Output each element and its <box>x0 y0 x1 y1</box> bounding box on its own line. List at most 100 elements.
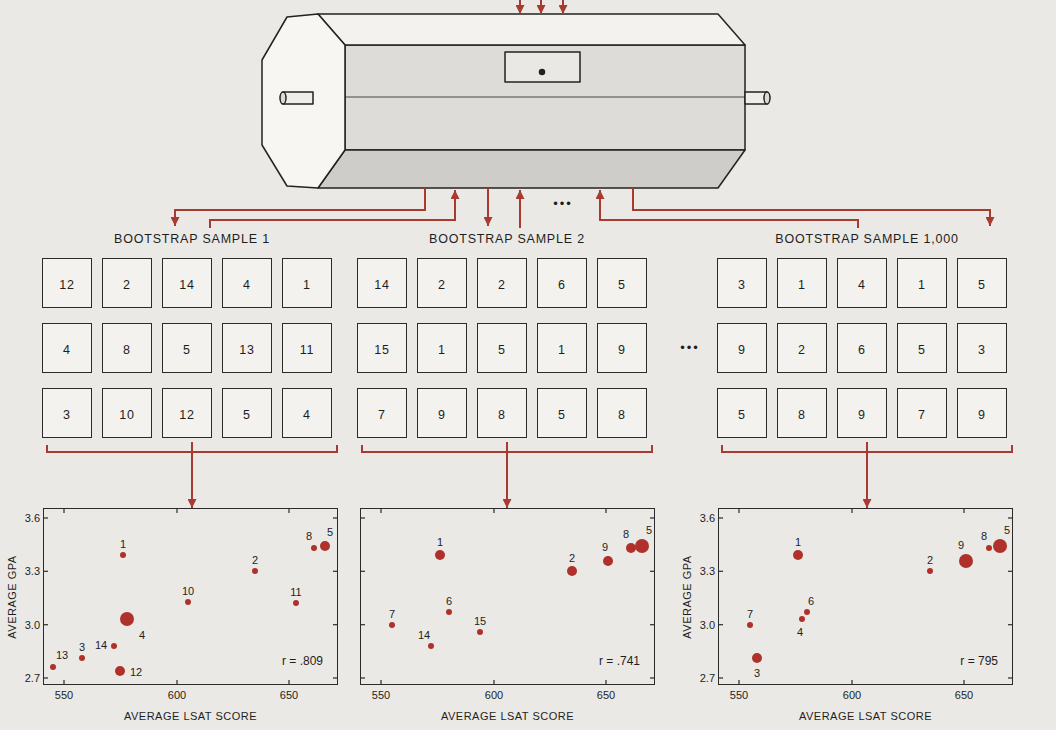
cell-number: 9 <box>978 404 986 422</box>
tick-label: 550 <box>730 689 748 701</box>
output-arrow <box>487 188 489 226</box>
left-axle-end <box>280 92 286 104</box>
ellipsis: ••• <box>680 341 700 355</box>
point-number: 6 <box>446 595 452 607</box>
point-number: 4 <box>797 626 803 638</box>
input-arrow <box>519 0 521 14</box>
sample-cell: 14 <box>162 258 212 308</box>
tick-label: 3.0 <box>25 619 40 631</box>
sample-cell: 11 <box>282 323 332 373</box>
correlation-value: r = .809 <box>282 654 323 668</box>
scatter-plots <box>43 508 1013 685</box>
sample-cell: 5 <box>957 258 1007 308</box>
data-point <box>567 566 577 576</box>
data-point <box>435 550 445 560</box>
input-arrow <box>540 0 542 14</box>
point-number: 6 <box>808 595 814 607</box>
sample-cell: 2 <box>477 258 527 308</box>
sample-cell: 7 <box>357 388 407 438</box>
tick-label: 3.0 <box>700 619 715 631</box>
cell-number: 3 <box>738 274 746 292</box>
point-number: 10 <box>182 585 194 597</box>
data-point <box>50 664 56 670</box>
window-knob <box>540 70 545 75</box>
point-number: 3 <box>754 667 760 679</box>
cell-number: 8 <box>798 404 806 422</box>
sample-cell: 1 <box>777 258 827 308</box>
sample-cell: 2 <box>102 258 152 308</box>
machine-window <box>505 52 580 82</box>
data-point <box>120 552 126 558</box>
sample-cell: 12 <box>162 388 212 438</box>
data-point <box>79 655 85 661</box>
axis-title: AVERAGE GPA <box>681 555 693 638</box>
data-point <box>927 568 933 574</box>
sample-heading: BOOTSTRAP SAMPLE 1,000 <box>710 228 1024 246</box>
cell-number: 9 <box>438 404 446 422</box>
point-number: 8 <box>981 530 987 542</box>
cell-number: 3 <box>63 404 71 422</box>
data-point <box>986 545 992 551</box>
cell-number: 5 <box>618 274 626 292</box>
ellipsis: ••• <box>553 197 573 211</box>
axis-title: AVERAGE LSAT SCORE <box>441 710 574 722</box>
output-arrow <box>633 188 990 226</box>
machine-arrows <box>175 0 990 228</box>
point-number: 8 <box>306 530 312 542</box>
cell-number: 6 <box>558 274 566 292</box>
cell-number: 2 <box>123 274 131 292</box>
data-point <box>120 612 134 626</box>
sample-cell: 3 <box>42 388 92 438</box>
point-number: 3 <box>79 641 85 653</box>
sample-cell: 4 <box>282 388 332 438</box>
point-number: 12 <box>130 666 142 678</box>
cell-number: 4 <box>858 274 866 292</box>
tick-label: 2.7 <box>25 672 40 684</box>
axis-title: AVERAGE LSAT SCORE <box>799 710 932 722</box>
cell-number: 7 <box>918 404 926 422</box>
data-point <box>477 629 483 635</box>
cell-number: 1 <box>918 274 926 292</box>
cell-number: 12 <box>59 274 75 292</box>
sample-cell: 9 <box>837 388 887 438</box>
sample-cell: 10 <box>102 388 152 438</box>
correlation-value: r = .741 <box>599 654 640 668</box>
machine-top-face <box>318 14 745 45</box>
sample-cell: 14 <box>357 258 407 308</box>
point-number: 9 <box>602 541 608 553</box>
sample-cell: 9 <box>717 323 767 373</box>
cell-number: 9 <box>738 339 746 357</box>
data-point <box>793 550 803 560</box>
sample-cell: 4 <box>222 258 272 308</box>
sample-cell: 4 <box>837 258 887 308</box>
right-axle-end <box>764 92 770 104</box>
sample-cell: 3 <box>957 323 1007 373</box>
cell-number: 7 <box>378 404 386 422</box>
scatter-plot-frame: r = 795 <box>718 508 1013 685</box>
tick-label: 550 <box>372 689 390 701</box>
cell-number: 2 <box>798 339 806 357</box>
cell-number: 5 <box>918 339 926 357</box>
sample-cell: 6 <box>537 258 587 308</box>
cell-number: 4 <box>63 339 71 357</box>
return-arrow <box>519 190 521 228</box>
data-point <box>389 622 395 628</box>
sample-heading: BOOTSTRAP SAMPLE 2 <box>350 228 664 246</box>
point-number: 2 <box>569 552 575 564</box>
tick-label: 650 <box>597 689 615 701</box>
sample-cell: 1 <box>417 323 467 373</box>
bootstrap-machine <box>262 14 770 188</box>
point-number: 5 <box>646 524 652 536</box>
point-number: 1 <box>795 536 801 548</box>
data-point <box>293 600 299 606</box>
cell-number: 6 <box>858 339 866 357</box>
data-point <box>626 543 636 553</box>
cell-number: 12 <box>179 404 195 422</box>
cell-number: 1 <box>798 274 806 292</box>
data-point <box>804 609 810 615</box>
machine-end-face <box>262 14 345 188</box>
machine-front-face <box>345 45 745 150</box>
scatter-plot-frame: r = .741 <box>360 508 655 685</box>
point-number: 5 <box>1004 524 1010 536</box>
sample-cell: 2 <box>777 323 827 373</box>
